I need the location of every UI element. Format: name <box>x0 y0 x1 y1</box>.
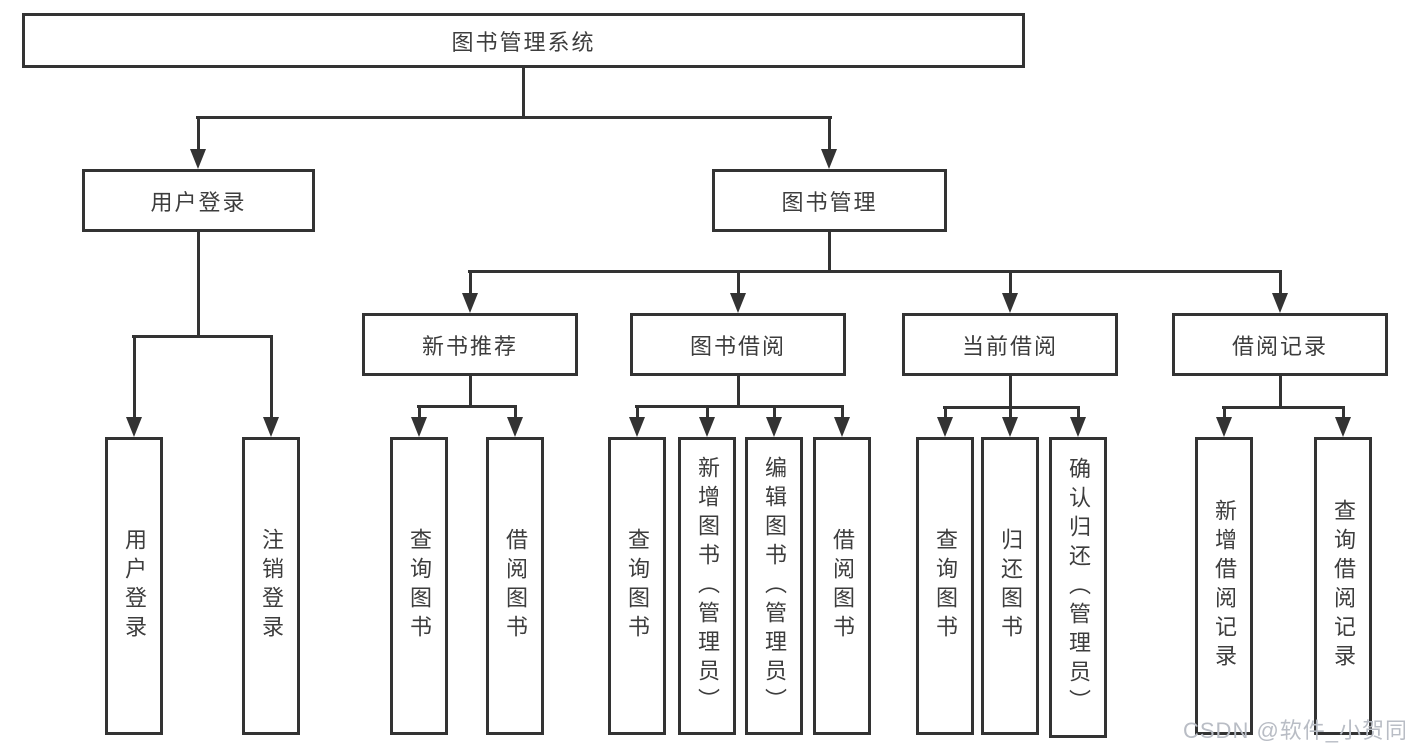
connector-shaft <box>737 270 740 293</box>
connector-shaft <box>636 405 639 417</box>
node-label: 查询图书 <box>407 528 432 644</box>
arrow-down-icon <box>821 149 837 169</box>
node-label: 借阅图书 <box>830 528 855 644</box>
connector-stem <box>522 68 525 117</box>
leaf-add-book-admin: 新增图书（管理员） <box>678 437 736 735</box>
node-label: 归还图书 <box>998 528 1023 644</box>
node-label: 查询图书 <box>625 528 650 644</box>
leaf-query-books-recommend: 查询图书 <box>390 437 448 735</box>
leaf-confirm-return-admin: 确认归还（管理员） <box>1049 437 1107 738</box>
connector-rail <box>132 335 273 338</box>
node-label: 用户登录 <box>122 528 147 644</box>
connector-rail <box>196 116 832 119</box>
connector-shaft <box>706 405 709 417</box>
node-current-borrow: 当前借阅 <box>902 313 1118 376</box>
connector-rail <box>468 270 1282 273</box>
connector-shaft <box>133 335 136 417</box>
leaf-edit-book-admin: 编辑图书（管理员） <box>745 437 803 735</box>
leaf-return-books: 归还图书 <box>981 437 1039 735</box>
node-label: 用户登录 <box>150 189 247 215</box>
connector-shaft <box>828 116 831 149</box>
connector-shaft <box>841 405 844 417</box>
arrow-down-icon <box>507 417 523 437</box>
arrow-down-icon <box>126 417 142 437</box>
connector-shaft <box>1009 406 1012 417</box>
connector-shaft <box>773 405 776 417</box>
connector-stem <box>1279 376 1282 406</box>
node-label: 借阅记录 <box>1231 333 1328 359</box>
node-library-system: 图书管理系统 <box>22 13 1025 68</box>
node-label: 图书借阅 <box>689 333 786 359</box>
connector-stem <box>197 232 200 335</box>
connector-shaft <box>418 405 421 417</box>
node-label: 图书管理系统 <box>451 29 596 55</box>
arrow-down-icon <box>190 149 206 169</box>
leaf-user-login: 用户登录 <box>105 437 163 735</box>
arrow-down-icon <box>1216 417 1232 437</box>
node-label: 查询借阅记录 <box>1331 499 1356 673</box>
arrow-down-icon <box>411 417 427 437</box>
node-book-borrow: 图书借阅 <box>630 313 846 376</box>
arrow-down-icon <box>730 293 746 313</box>
connector-shaft <box>1077 406 1080 417</box>
arrow-down-icon <box>766 417 782 437</box>
connector-shaft <box>1223 406 1226 417</box>
connector-shaft <box>1342 406 1345 417</box>
node-label: 借阅图书 <box>503 528 528 644</box>
node-label: 图书管理 <box>781 189 878 215</box>
arrow-down-icon <box>699 417 715 437</box>
node-label: 新增图书（管理员） <box>695 455 720 717</box>
connector-stem <box>1009 376 1012 406</box>
leaf-borrow-books-borrow: 借阅图书 <box>813 437 871 735</box>
connector-shaft <box>1009 270 1012 293</box>
watermark: CSDN @软件_小贺同学 <box>1183 718 1405 743</box>
leaf-query-borrow-record: 查询借阅记录 <box>1314 437 1372 735</box>
node-label: 新书推荐 <box>421 333 518 359</box>
connector-stem <box>737 376 740 405</box>
arrow-down-icon <box>462 293 478 313</box>
node-borrow-records: 借阅记录 <box>1172 313 1388 376</box>
node-label: 确认归还（管理员） <box>1066 457 1091 718</box>
connector-stem <box>469 376 472 405</box>
arrow-down-icon <box>629 417 645 437</box>
connector-shaft <box>1279 270 1282 293</box>
node-label: 当前借阅 <box>961 333 1058 359</box>
leaf-query-books-current: 查询图书 <box>916 437 974 735</box>
leaf-logout: 注销登录 <box>242 437 300 735</box>
node-user-login: 用户登录 <box>82 169 315 232</box>
connector-shaft <box>270 335 273 417</box>
leaf-query-books-borrow: 查询图书 <box>608 437 666 735</box>
arrow-down-icon <box>1272 293 1288 313</box>
arrow-down-icon <box>937 417 953 437</box>
arrow-down-icon <box>1335 417 1351 437</box>
connector-rail <box>635 405 844 408</box>
arrow-down-icon <box>834 417 850 437</box>
connector-rail <box>1222 406 1345 409</box>
arrow-down-icon <box>1002 293 1018 313</box>
node-label: 注销登录 <box>259 528 284 644</box>
leaf-add-borrow-record: 新增借阅记录 <box>1195 437 1253 735</box>
node-label: 新增借阅记录 <box>1212 499 1237 673</box>
connector-shaft <box>197 116 200 149</box>
arrow-down-icon <box>1002 417 1018 437</box>
connector-shaft <box>944 406 947 417</box>
connector-shaft <box>514 405 517 417</box>
node-label: 查询图书 <box>933 528 958 644</box>
node-new-book-recommend: 新书推荐 <box>362 313 578 376</box>
arrow-down-icon <box>1070 417 1086 437</box>
connector-rail <box>417 405 517 408</box>
connector-shaft <box>469 270 472 293</box>
leaf-borrow-books-recommend: 借阅图书 <box>486 437 544 735</box>
connector-stem <box>828 232 831 270</box>
node-book-management: 图书管理 <box>712 169 947 232</box>
node-label: 编辑图书（管理员） <box>762 455 787 717</box>
arrow-down-icon <box>263 417 279 437</box>
